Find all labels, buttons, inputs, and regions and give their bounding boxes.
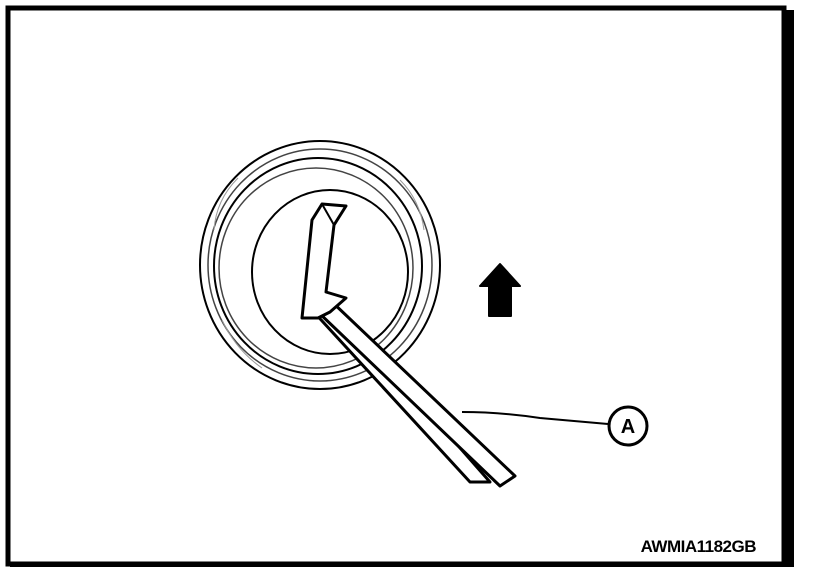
figure-code: AWMIA1182GB [641, 537, 757, 556]
frame-shadow-bottom [10, 564, 794, 567]
tool-shaft-back [316, 298, 517, 488]
seal-inner-ring [251, 189, 409, 355]
seal-ring-4 [218, 167, 414, 369]
callout-label: A [621, 416, 635, 438]
tool-hook-edge [321, 203, 335, 226]
seal-outer-ring [199, 140, 441, 390]
up-arrow-icon [479, 263, 521, 317]
tool-hook-tip [300, 202, 348, 320]
seal-puller-tool [300, 202, 517, 488]
oil-seal [199, 140, 441, 390]
seal-ring-2 [207, 148, 433, 382]
callout-leader-line [461, 411, 609, 425]
frame-shadow-right [784, 10, 794, 566]
callout-circle [607, 405, 649, 447]
seal-hatch [213, 177, 425, 369]
callout-a: A [607, 405, 649, 447]
figure-frame [5, 5, 787, 567]
seal-ring-3 [213, 157, 423, 375]
